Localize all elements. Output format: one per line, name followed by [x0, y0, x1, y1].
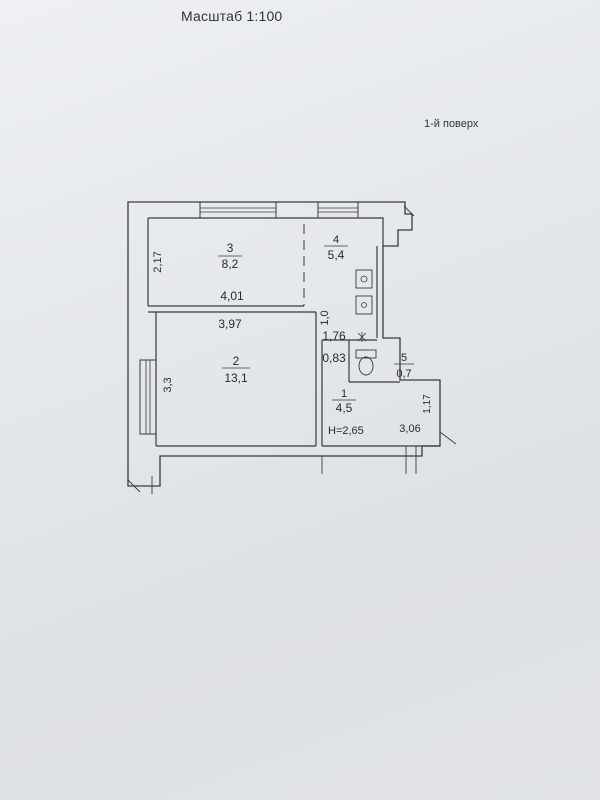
- room4-area: 5,4: [328, 248, 345, 262]
- dim-room2-width: 3,97: [218, 317, 242, 331]
- room3-contour: [148, 217, 384, 246]
- toilet-bowl: [358, 356, 374, 376]
- dim-hall-depth: 1,17: [422, 394, 433, 414]
- room5-area: 0,7: [396, 368, 411, 380]
- room4-number: 4: [333, 234, 339, 246]
- sink: [355, 295, 373, 315]
- room2-number: 2: [233, 354, 240, 368]
- dim-room2-height: 3,3: [162, 377, 174, 392]
- dim-room3-height: 2,17: [152, 251, 164, 272]
- room2-area: 13,1: [224, 371, 248, 385]
- dim-corridor-width: 1,76: [322, 329, 346, 343]
- room1-area: 4,5: [336, 401, 353, 415]
- room5-number: 5: [401, 352, 407, 364]
- dim-ceiling-height: H=2,65: [328, 425, 364, 437]
- scale-label: Масштаб 1:100: [181, 8, 283, 24]
- window-room2: [139, 359, 157, 435]
- stove: [355, 269, 373, 289]
- room3-number: 3: [227, 241, 234, 255]
- window-room4: [317, 201, 359, 219]
- dim-corridor-depth: 1,0: [319, 310, 331, 325]
- room3-area: 8,2: [222, 257, 239, 271]
- floor-label: 1-й поверх: [424, 118, 479, 130]
- dim-wc-width: 0,83: [322, 351, 346, 365]
- dim-room3-width: 4,01: [220, 289, 244, 303]
- outer-wall: [127, 201, 441, 487]
- room1-number: 1: [341, 388, 347, 400]
- window-room3: [199, 201, 277, 219]
- dim-hall-width: 3,06: [399, 423, 420, 435]
- toilet-tank: [355, 349, 377, 359]
